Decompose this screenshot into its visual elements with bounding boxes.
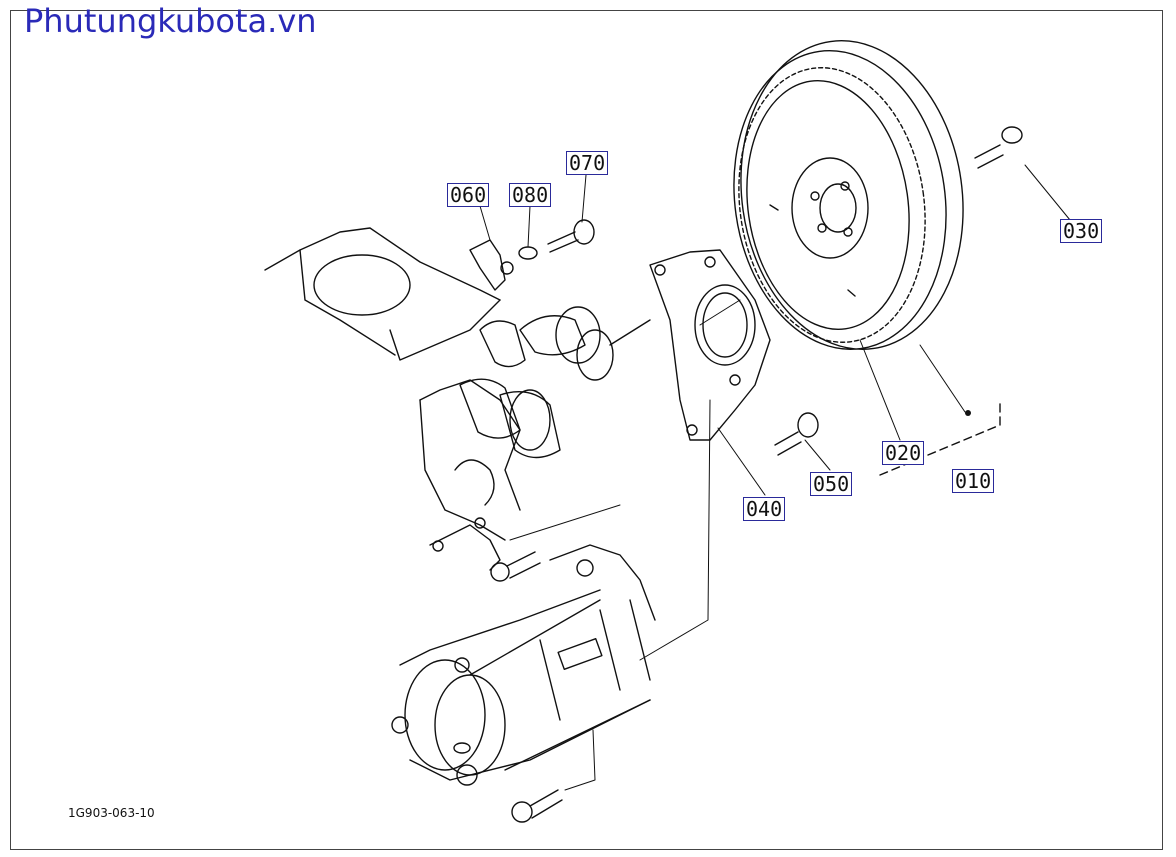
callout-060: 060 xyxy=(447,183,490,207)
callout-030: 030 xyxy=(1060,219,1103,243)
starter-bolts xyxy=(490,551,563,823)
flywheel xyxy=(733,40,964,350)
brand-watermark: Phutungkubota.vn xyxy=(24,2,317,40)
rear-plate xyxy=(649,249,771,441)
callout-070: 070 xyxy=(566,151,609,175)
plate-bolt xyxy=(774,412,819,456)
drawing-id: 1G903-063-10 xyxy=(68,806,155,820)
callout-080: 080 xyxy=(509,183,552,207)
diagram-frame xyxy=(10,10,1163,850)
engine-block xyxy=(264,227,521,571)
callout-020: 020 xyxy=(882,441,925,465)
flywheel-bolt xyxy=(974,126,1023,169)
callout-040: 040 xyxy=(743,497,786,521)
engine-hanger xyxy=(469,219,595,291)
starter-motor xyxy=(391,544,656,786)
callout-010: 010 xyxy=(952,469,995,493)
callout-050: 050 xyxy=(810,472,853,496)
crankshaft xyxy=(459,306,651,459)
